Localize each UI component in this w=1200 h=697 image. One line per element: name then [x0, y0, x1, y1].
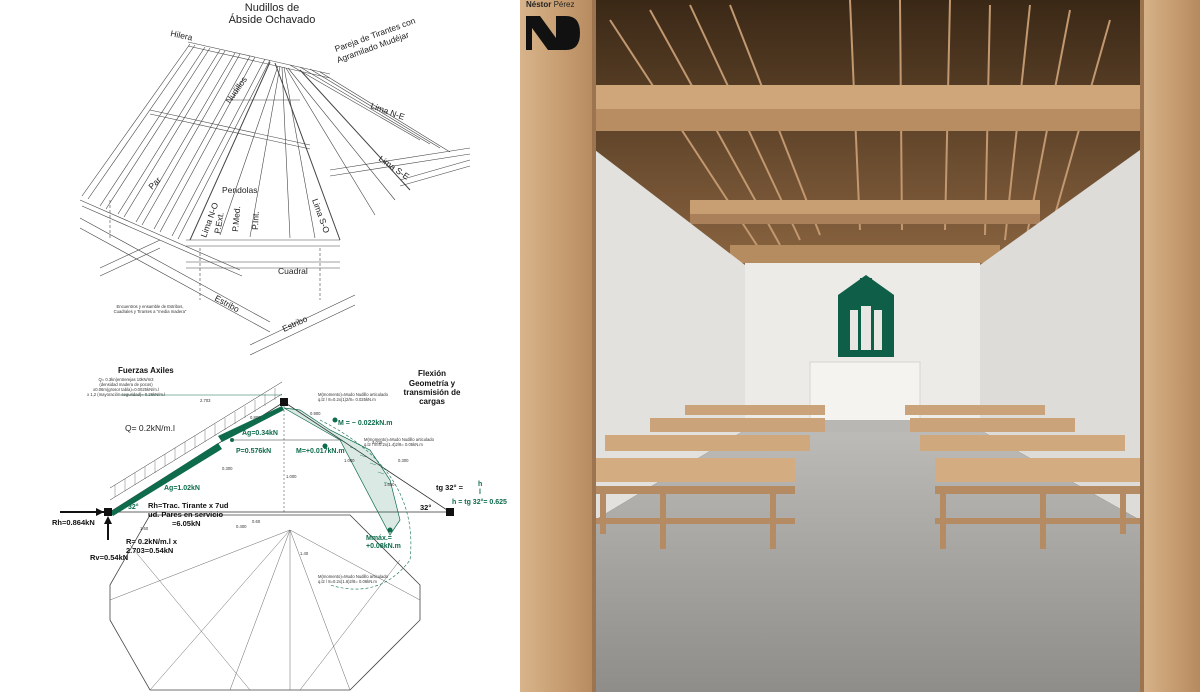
dim-2: 1.000 — [286, 474, 297, 479]
tiny-note-4: q.l2 / 8=0.2x(1.4)2/8= 0.05kN.m — [364, 442, 423, 447]
ag-upper: Ag=0.34kN — [242, 430, 278, 437]
label-hilera: Hilera — [170, 28, 194, 42]
angle-right: 32° — [420, 503, 431, 512]
label-estribo-2: Estribo — [281, 313, 309, 333]
tiny-note-1: M(momento)=Mudo Nudillo articulado — [318, 392, 389, 397]
ceiling — [520, 0, 1200, 265]
note-line-2: Cuadrales y Tirantes a "media madera" — [114, 309, 187, 314]
flexion-title: Flexión — [418, 369, 446, 378]
rh-tirante-3: =6.05kN — [172, 519, 201, 528]
tiny-note-2: q.l2 / 8=0.2x(1)2/8= 0.025kN.m — [318, 397, 376, 402]
rh-tirante-2: ud. Pares en servicio — [148, 510, 223, 519]
rh-tirante-1: Rh=Trac. Tirante x 7ud — [148, 501, 229, 510]
q-load: Q= 0.2kN/m.l — [125, 423, 175, 433]
drawing-panel: Nudillos de Ábside Ochavado — [0, 0, 520, 692]
roof-axonometric — [79, 41, 471, 356]
dim-1: 0.800 — [250, 415, 261, 420]
fuerzas-axiles-title: Fuerzas Axiles — [118, 366, 174, 375]
tiny-note-5: M(momento)=Mudo Nudillo articulado — [318, 574, 389, 579]
rv-reaction: Rv=0.54kN — [90, 553, 128, 562]
geometria-3: cargas — [419, 397, 445, 406]
r-calc-1: R= 0.2kN/m.l x — [126, 537, 178, 546]
support-left — [104, 508, 112, 516]
dim-6: 0.60 — [252, 519, 261, 524]
structural-diagram — [60, 381, 454, 691]
tie-beam-front — [595, 85, 1140, 109]
dim-9: 1.650 — [384, 482, 395, 487]
rh-reaction: Rh=0.864kN — [52, 518, 95, 527]
post-left — [520, 0, 595, 692]
post-right — [1140, 0, 1200, 692]
pews-right — [905, 405, 1140, 549]
dim-10: 0.300 — [398, 458, 409, 463]
mmax-2: +0.08kN.m — [366, 543, 401, 550]
tg-l: l — [479, 489, 481, 496]
render-panel — [520, 0, 1200, 692]
r-calc-2: 2.703=0.54kN — [126, 546, 173, 555]
floor — [595, 430, 1140, 692]
dim-7: 1.40 — [300, 551, 309, 556]
dim-11: 1.000 — [344, 458, 355, 463]
tie-beam-back — [690, 200, 1040, 214]
label-p-med: P.Med. — [230, 206, 242, 233]
dim-12: 3.015 — [372, 440, 383, 445]
label-estribo-1: Estribo — [213, 293, 241, 314]
fuerzas-note-4: x 1,2 (mayoración seguridad)= 0.26kN/m.l — [87, 392, 165, 397]
tiny-note-6: q.l2 / 8=0.2x(1.6)2/8= 0.06kN.m — [318, 579, 377, 584]
dim-5: 1.60 — [140, 526, 149, 531]
tg-line1: tg 32° = — [436, 483, 464, 492]
altar — [809, 361, 921, 423]
fuerzas-note-3: x0.06m(grosor tabla)=0.0025kN/m.l — [93, 387, 159, 392]
geometria-1: Geometría y — [409, 379, 456, 388]
m-pos: M=+0.017kN.m — [296, 448, 345, 455]
logo-last-name: Pérez — [553, 0, 575, 9]
angle-left: 32° — [128, 503, 139, 511]
tg-h: h — [478, 481, 482, 488]
geometria-2: transmisión de — [404, 388, 461, 397]
ag-lower: Ag=1.02kN — [164, 485, 200, 492]
label-nudillos: Nudillos — [223, 75, 249, 106]
tg-line2: h = tg 32°= 0.625 — [452, 498, 507, 506]
label-cuadral: Cuadral — [278, 266, 308, 276]
drawing-title-2: Ábside Ochavado — [229, 13, 316, 26]
fuerzas-note-2: (densidad madera de pocos) — [99, 382, 153, 387]
p-load: P=0.576kN — [236, 448, 271, 455]
label-p-int: P.Int. — [250, 211, 261, 230]
note-line-1: Encuentros y ensamble de Estribos, — [116, 304, 183, 309]
altarpiece — [838, 275, 894, 357]
support-top — [280, 398, 288, 406]
dim-top: 2.703 — [200, 398, 211, 403]
tiny-note-3: M(momento)=Mudo Nudillo articulado — [364, 437, 435, 442]
chapel-interior-render — [520, 0, 1200, 692]
drawing-title-1: Nudillos de — [245, 2, 299, 14]
dim-8: 0.300 — [222, 466, 233, 471]
label-par: Par — [146, 175, 163, 192]
pews-left — [595, 405, 825, 549]
support-right — [446, 508, 454, 516]
dim-3: 0.900 — [310, 411, 321, 416]
logo-first-name: Néstor — [526, 0, 552, 9]
fuerzas-note-1: Q= 0.3kn(entrerejas 10kN/m3 — [98, 377, 154, 382]
logo-name: Néstor Pérez — [526, 0, 574, 9]
wall-plate-back — [730, 245, 1000, 263]
tie-beam-front-2 — [595, 109, 1140, 131]
np-monogram-icon — [526, 14, 586, 62]
dim-4: 0.400 — [236, 524, 247, 529]
mmax-1: Mmáx.= — [366, 535, 392, 542]
m-neg: M = − 0.022kN.m — [338, 420, 392, 427]
tie-beam-back-2 — [690, 214, 1040, 224]
label-pendolas: Pendolas — [222, 185, 257, 195]
label-p-ext: P.Ext. — [212, 211, 226, 234]
construction-drawing: Nudillos de Ábside Ochavado — [52, 2, 507, 691]
